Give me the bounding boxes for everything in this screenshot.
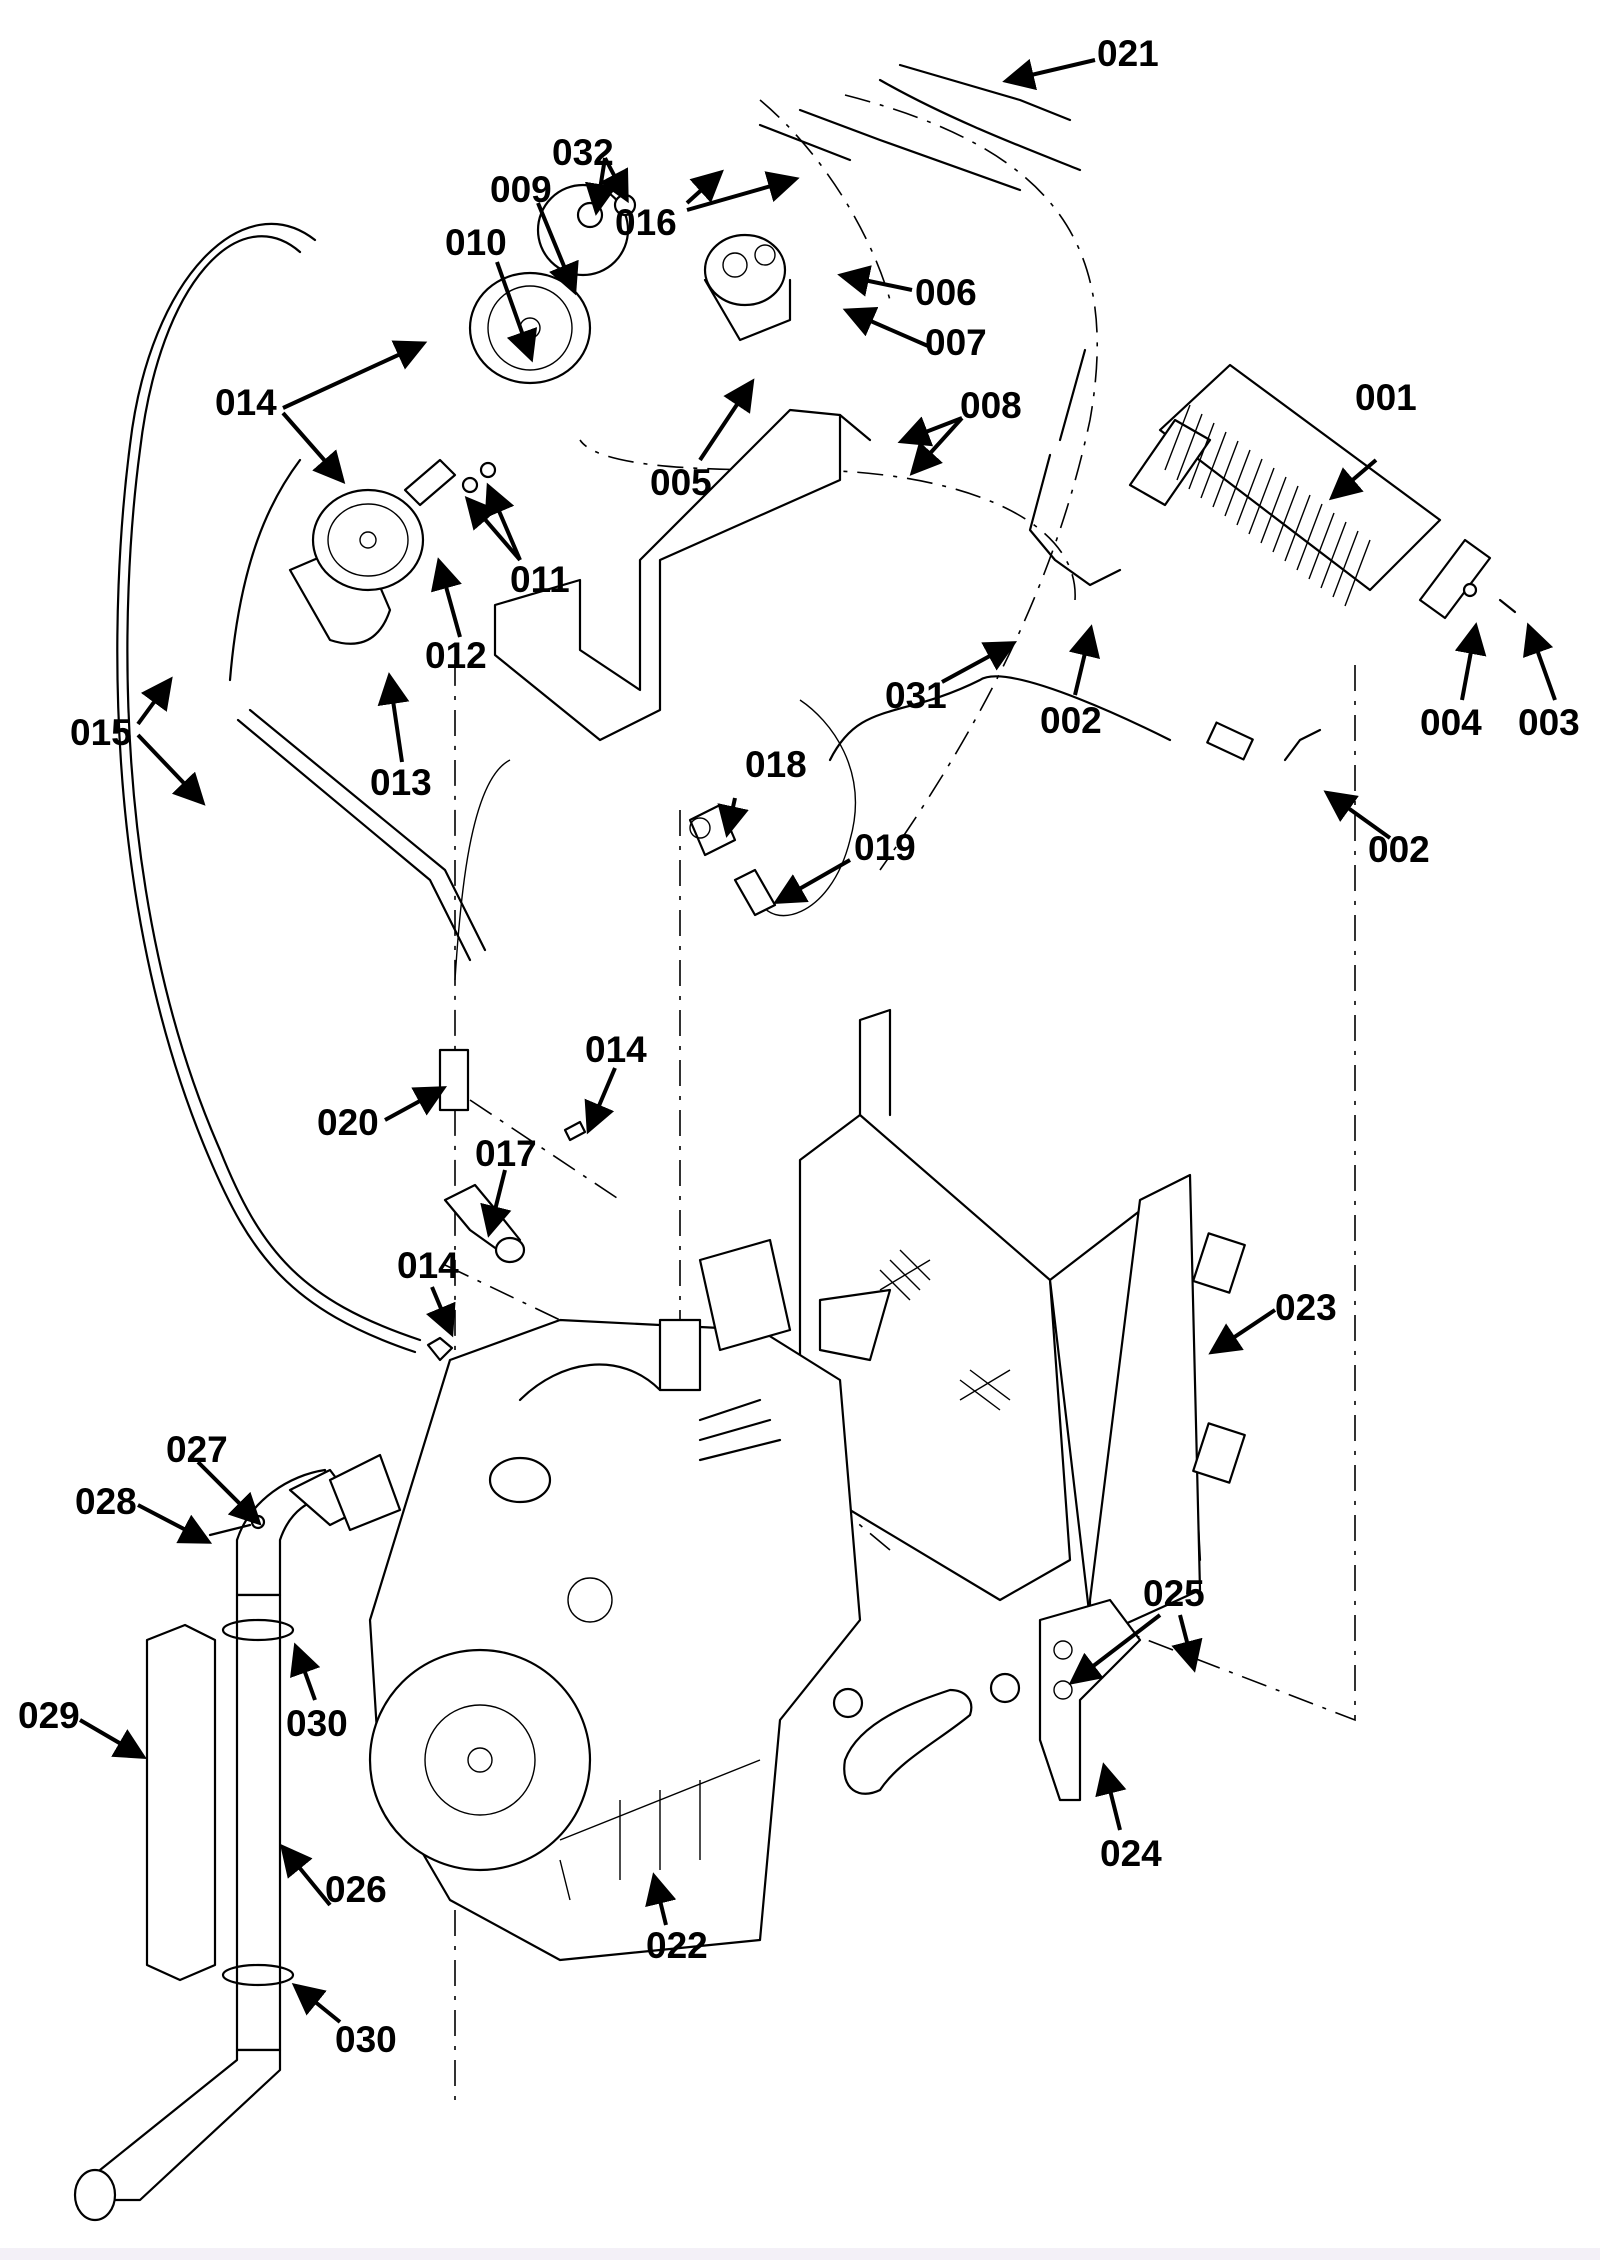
callout-029: 029 [18,1695,80,1736]
oil-cooler [1128,363,1517,620]
bolt-003 [1498,598,1517,614]
callout-030: 030 [286,1703,348,1744]
callout-030: 030 [335,2019,397,2060]
callout-008: 008 [960,385,1022,426]
engine-block [368,1318,862,1962]
callout-026: 026 [325,1869,387,1910]
callout-007: 007 [925,322,987,363]
callout-012: 012 [425,635,487,676]
exhaust-assembly [73,1453,402,2222]
breather-hose [116,222,487,1354]
cooling-fan [698,1238,892,1362]
callout-019: 019 [854,827,916,868]
callout-016: 016 [615,202,677,243]
filter-nipple [403,458,497,507]
callout-013: 013 [370,762,432,803]
callout-009: 009 [490,169,552,210]
callout-014: 014 [397,1245,459,1286]
callout-006: 006 [915,272,977,313]
callout-027: 027 [166,1429,228,1470]
radiator-hose [832,1672,1021,1795]
bottom-edge [0,2248,1600,2260]
callout-028: 028 [75,1481,137,1522]
oil-filter [288,488,425,645]
callout-017: 017 [475,1133,537,1174]
filter-head [468,183,637,385]
callout-021: 021 [1097,33,1159,74]
callout-024: 024 [1100,1833,1162,1874]
cooler-hose [828,348,1322,762]
callout-011: 011 [510,559,570,600]
callout-015: 015 [70,712,132,753]
callout-001: 001 [1355,377,1417,418]
callout-005: 005 [650,462,712,503]
filter-housing [703,233,872,442]
top-hoses [758,63,1082,192]
washer-004 [1462,582,1478,598]
callout-018: 018 [745,744,807,785]
callout-031: 031 [885,675,947,716]
callout-014: 014 [585,1029,647,1070]
callout-002: 002 [1040,700,1102,741]
callout-arrows [78,58,1557,2024]
callout-010: 010 [445,222,507,263]
callout-020: 020 [317,1102,379,1143]
callout-025: 025 [1143,1573,1205,1614]
callout-014: 014 [215,382,277,423]
callout-002: 002 [1368,829,1430,870]
callout-023: 023 [1275,1287,1337,1328]
callout-labels: 001 002 002 003 004 005 006 007 008 009 … [18,33,1580,2060]
cooler-fins [1164,404,1371,607]
callout-032: 032 [552,132,614,173]
callout-022: 022 [646,1925,708,1966]
mounting-plate [493,408,842,742]
callout-003: 003 [1518,702,1580,743]
radiator-assembly [798,1008,1246,1802]
callout-004: 004 [1420,702,1482,743]
